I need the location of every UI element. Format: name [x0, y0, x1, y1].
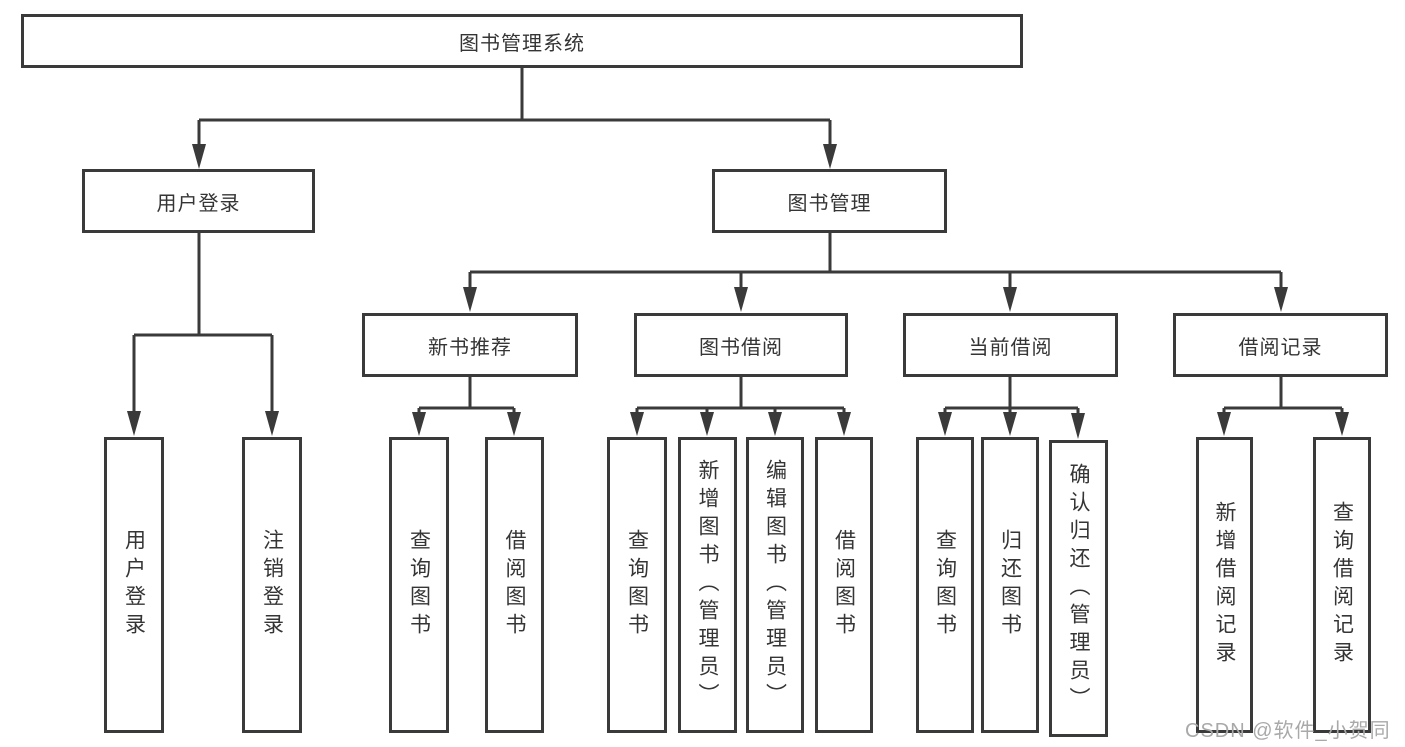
- leaf-logout: 注销登录: [242, 437, 302, 733]
- leaf-query-borrow-record: 查询借阅记录: [1313, 437, 1371, 733]
- node-book-management: 图书管理: [712, 169, 947, 233]
- watermark: CSDN @软件_小贺同学: [1185, 720, 1391, 742]
- node-root: 图书管理系统: [21, 14, 1023, 68]
- leaf-add-book-admin: 新增图书（管理员）: [678, 437, 737, 733]
- leaf-query-books-current: 查询图书: [916, 437, 974, 733]
- leaf-confirm-return-admin: 确认归还（管理员）: [1049, 440, 1108, 737]
- leaf-borrow-books-recommend: 借阅图书: [485, 437, 544, 733]
- node-user-login: 用户登录: [82, 169, 315, 233]
- leaf-return-books: 归还图书: [981, 437, 1039, 733]
- node-book-borrowing: 图书借阅: [634, 313, 848, 377]
- leaf-query-books-recommend: 查询图书: [389, 437, 449, 733]
- arrowheads: [127, 144, 1349, 439]
- leaf-borrow-books-borrowing: 借阅图书: [815, 437, 873, 733]
- node-current-borrowing: 当前借阅: [903, 313, 1118, 377]
- leaf-add-borrow-record: 新增借阅记录: [1196, 437, 1253, 733]
- leaf-edit-book-admin: 编辑图书（管理员）: [746, 437, 804, 733]
- node-new-book-recommend: 新书推荐: [362, 313, 578, 377]
- node-borrow-records: 借阅记录: [1173, 313, 1388, 377]
- leaf-query-books-borrowing: 查询图书: [607, 437, 667, 733]
- leaf-user-login: 用户登录: [104, 437, 164, 733]
